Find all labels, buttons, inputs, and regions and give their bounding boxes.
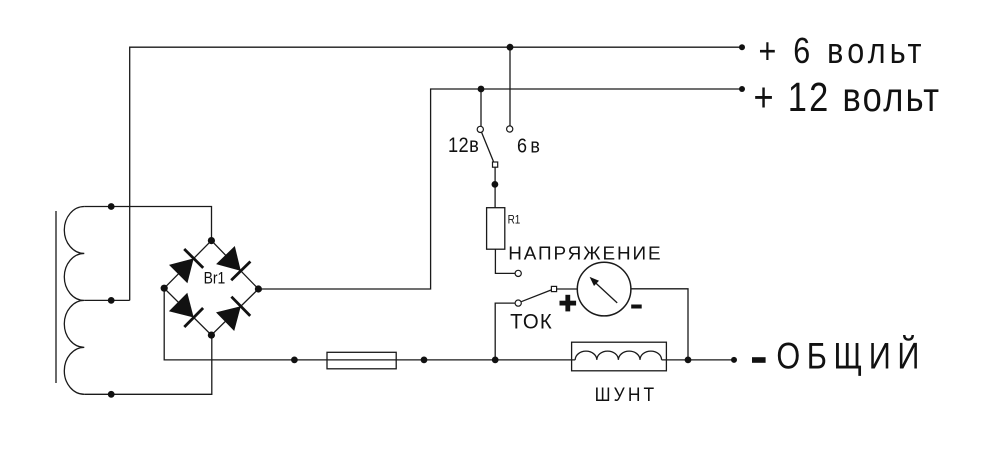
svg-text:НАПРЯЖЕНИЕ: НАПРЯЖЕНИЕ — [508, 243, 660, 264]
svg-text:+ 6 вольт: + 6 вольт — [759, 32, 922, 72]
svg-text:ТОК: ТОК — [510, 310, 552, 334]
svg-text:ОБЩИЙ: ОБЩИЙ — [776, 333, 919, 377]
svg-text:12в: 12в — [448, 134, 479, 157]
svg-text:Br1: Br1 — [204, 269, 226, 287]
svg-text:ШУНТ: ШУНТ — [595, 383, 655, 405]
svg-text:R1: R1 — [508, 214, 521, 227]
svg-text:+ 12 вольт: + 12 вольт — [753, 75, 938, 120]
